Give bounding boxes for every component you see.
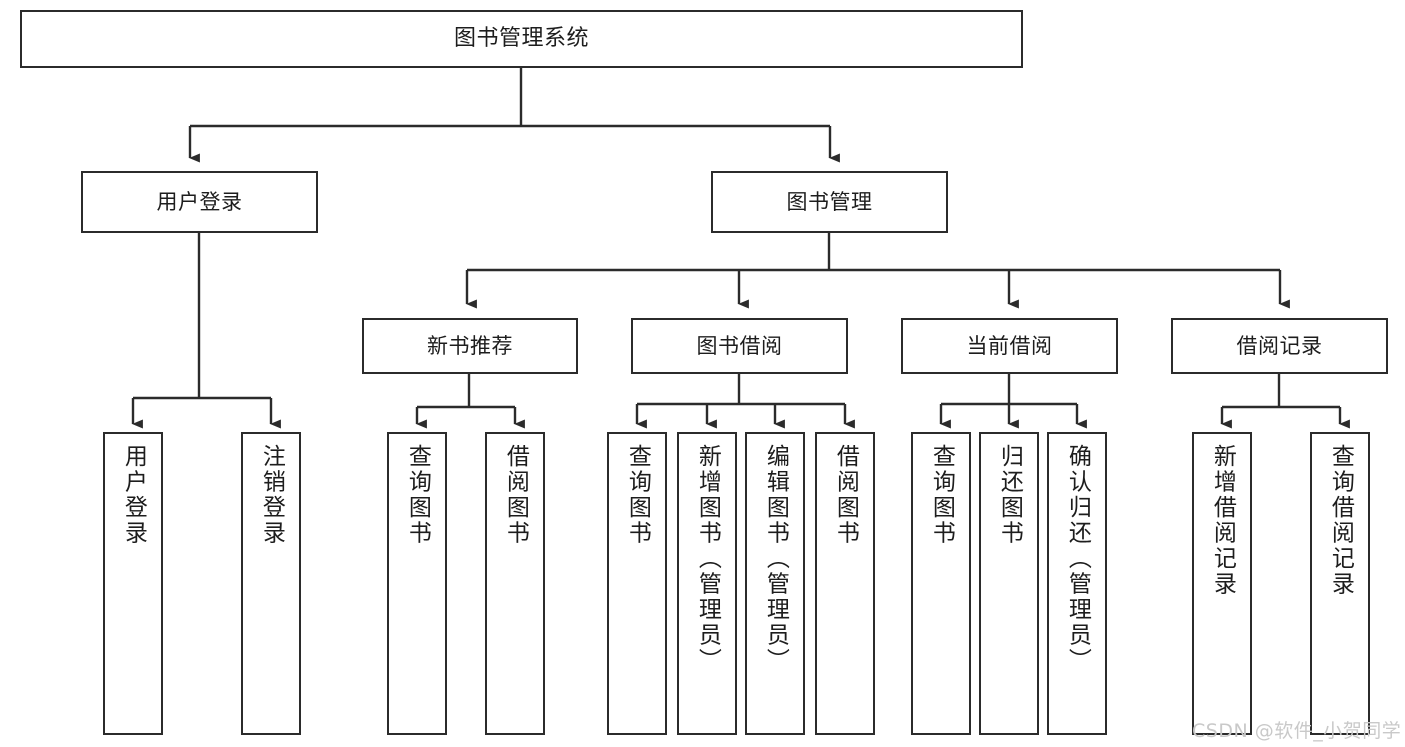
leaf-borrow-record-add[interactable]: 新增借阅记录	[1192, 432, 1252, 735]
leaf-current-borrow-query-label: 查询图书	[928, 444, 955, 546]
node-root-system[interactable]: 图书管理系统	[20, 10, 1023, 68]
node-current-borrow[interactable]: 当前借阅	[901, 318, 1118, 374]
leaf-user-login-login-label: 用户登录	[120, 444, 147, 546]
node-borrow-record-label: 借阅记录	[1236, 333, 1323, 358]
leaf-current-borrow-return-label: 归还图书	[996, 444, 1023, 546]
leaf-borrow-book-edit-label: 编辑图书（管理员）	[762, 444, 789, 674]
node-book-borrow[interactable]: 图书借阅	[631, 318, 848, 374]
csdn-watermark: CSDN @软件_小贺同学	[1192, 720, 1402, 742]
leaf-borrow-record-query-label: 查询借阅记录	[1327, 444, 1354, 597]
leaf-new-book-borrow[interactable]: 借阅图书	[485, 432, 545, 735]
node-new-book-recommend[interactable]: 新书推荐	[362, 318, 578, 374]
leaf-current-borrow-confirm-return-label: 确认归还（管理员）	[1064, 444, 1091, 674]
leaf-borrow-book-borrow-label: 借阅图书	[832, 444, 859, 546]
leaf-borrow-book-add-label: 新增图书（管理员）	[694, 444, 721, 674]
node-book-management[interactable]: 图书管理	[711, 171, 948, 233]
leaf-current-borrow-return[interactable]: 归还图书	[979, 432, 1039, 735]
node-book-management-label: 图书管理	[786, 189, 873, 214]
leaf-borrow-book-borrow[interactable]: 借阅图书	[815, 432, 875, 735]
node-borrow-record[interactable]: 借阅记录	[1171, 318, 1388, 374]
leaf-borrow-book-query[interactable]: 查询图书	[607, 432, 667, 735]
leaf-borrow-record-add-label: 新增借阅记录	[1209, 444, 1236, 597]
leaf-borrow-book-query-label: 查询图书	[624, 444, 651, 546]
node-book-borrow-label: 图书借阅	[696, 333, 783, 358]
node-current-borrow-label: 当前借阅	[966, 333, 1053, 358]
leaf-new-book-borrow-label: 借阅图书	[502, 444, 529, 546]
leaf-borrow-record-query[interactable]: 查询借阅记录	[1310, 432, 1370, 735]
node-user-login-label: 用户登录	[156, 189, 243, 214]
node-user-login[interactable]: 用户登录	[81, 171, 318, 233]
leaf-user-login-logout-label: 注销登录	[258, 444, 285, 546]
leaf-user-login-login[interactable]: 用户登录	[103, 432, 163, 735]
node-root-system-label: 图书管理系统	[453, 26, 589, 52]
leaf-new-book-query-label: 查询图书	[404, 444, 431, 546]
leaf-borrow-book-edit[interactable]: 编辑图书（管理员）	[745, 432, 805, 735]
leaf-borrow-book-add[interactable]: 新增图书（管理员）	[677, 432, 737, 735]
leaf-user-login-logout[interactable]: 注销登录	[241, 432, 301, 735]
leaf-current-borrow-query[interactable]: 查询图书	[911, 432, 971, 735]
node-new-book-recommend-label: 新书推荐	[427, 333, 513, 358]
leaf-new-book-query[interactable]: 查询图书	[387, 432, 447, 735]
leaf-current-borrow-confirm-return[interactable]: 确认归还（管理员）	[1047, 432, 1107, 735]
